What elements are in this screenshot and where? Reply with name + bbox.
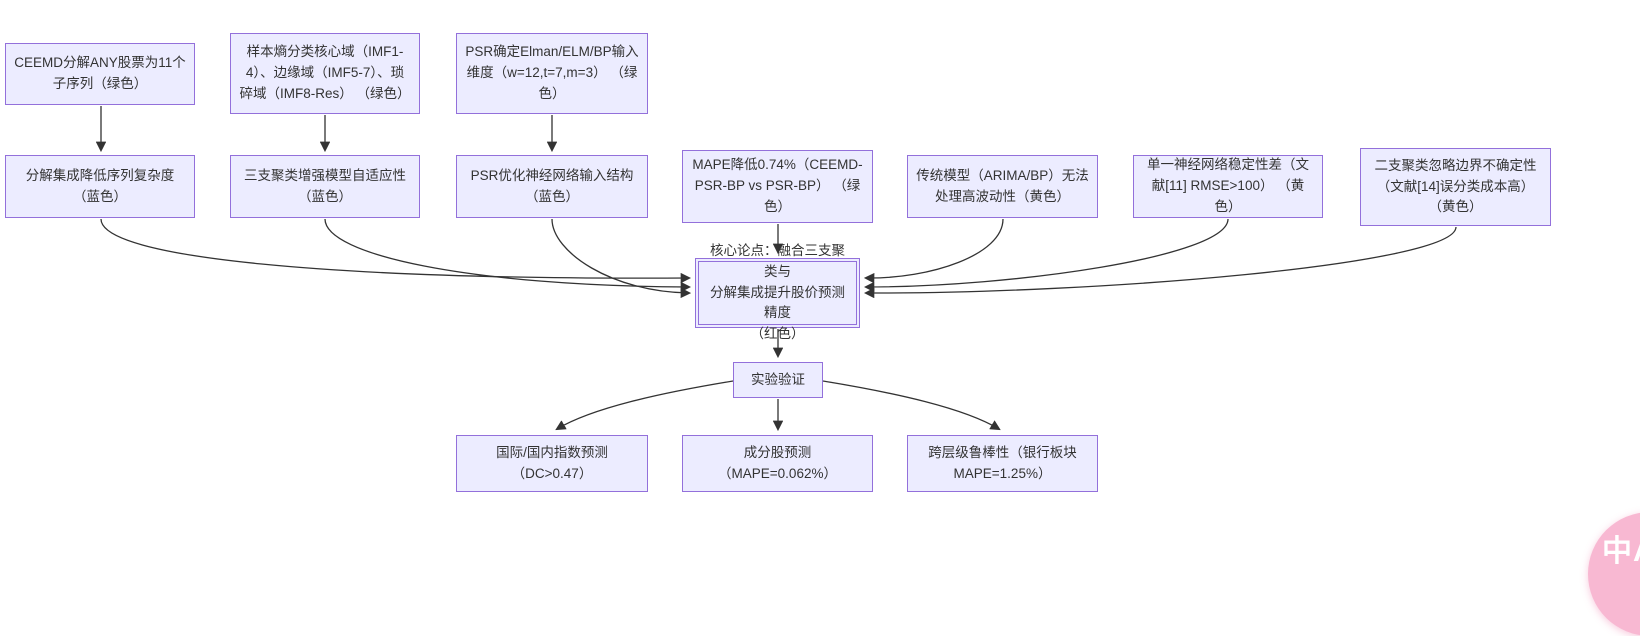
edge-threeway-core <box>324 218 692 293</box>
edge-psropt-core <box>551 218 692 299</box>
node-ceemd-decompose: CEEMD分解ANY股票为11个 子序列（绿色） <box>5 43 195 105</box>
translate-widget-button[interactable]: 中A <box>1588 512 1640 636</box>
edge-trad-core <box>863 218 1004 284</box>
node-sample-entropy-domains: 样本熵分类核心域（IMF1- 4）、边缘域（IMF5-7）、琐 碎域（IMF8-… <box>230 33 420 114</box>
node-three-way-clustering: 三支聚类增强模型自适应性 （蓝色） <box>230 155 420 218</box>
node-decomposition-benefit: 分解集成降低序列复杂度 （蓝色） <box>5 155 195 218</box>
node-index-prediction: 国际/国内指数预测 （DC>0.47） <box>456 435 648 492</box>
node-constituent-prediction: 成分股预测 （MAPE=0.062%） <box>682 435 873 492</box>
node-core-thesis: 核心论点：融合三支聚类与 分解集成提升股价预测精度 （红色） <box>695 243 860 341</box>
node-experiment-validation: 实验验证 <box>733 362 823 398</box>
node-psr-structure: PSR优化神经网络输入结构 （蓝色） <box>456 155 648 218</box>
edge-single-core <box>863 218 1229 293</box>
node-traditional-model-limit: 传统模型（ARIMA/BP）无法 处理高波动性（黄色） <box>907 155 1098 218</box>
node-single-nn-instability: 单一神经网络稳定性差（文 献[11] RMSE>100） （黄色） <box>1133 155 1323 218</box>
edge-decomp-core <box>100 218 692 284</box>
node-cross-level-robustness: 跨层级鲁棒性（银行板块 MAPE=1.25%） <box>907 435 1098 492</box>
flowchart-canvas: CEEMD分解ANY股票为11个 子序列（绿色） 样本熵分类核心域（IMF1- … <box>5 33 1640 636</box>
node-psr-input-dimension: PSR确定Elman/ELM/BP输入 维度（w=12,t=7,m=3） （绿 … <box>456 33 648 114</box>
edge-twoway-core <box>863 226 1457 299</box>
node-mape-improvement: MAPE降低0.74%（CEEMD- PSR-BP vs PSR-BP） （绿 … <box>682 150 873 223</box>
translate-icon: 中A <box>1602 535 1640 568</box>
node-two-way-clustering-limit: 二支聚类忽略边界不确定性 （文献[14]误分类成本高） （黄色） <box>1360 148 1551 226</box>
edge-exp-robust <box>822 380 1001 431</box>
edge-exp-index <box>555 380 734 431</box>
